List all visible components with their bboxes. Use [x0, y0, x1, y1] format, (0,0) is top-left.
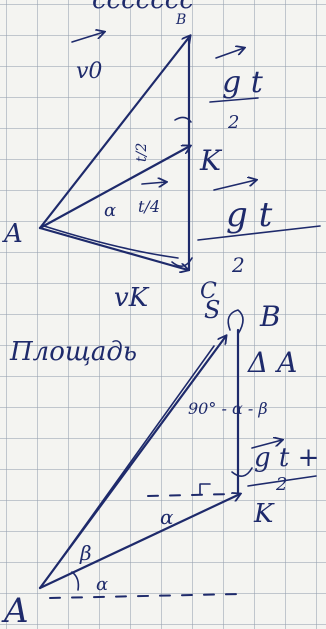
- fraction-bar-mid: [197, 225, 321, 241]
- curl-mark-s: [227, 309, 244, 335]
- label-alpha-mid: α: [160, 505, 174, 529]
- label-c: C: [200, 279, 217, 304]
- label-alpha-top: α: [104, 200, 116, 221]
- label-angle: 90° - α - β: [188, 399, 268, 418]
- right-angle-mark: [199, 483, 211, 495]
- label-2-mid: 2: [231, 253, 245, 277]
- label-beta: β: [79, 541, 92, 565]
- label-k-top: K: [199, 144, 223, 177]
- fraction-bar-bottom: [247, 475, 317, 487]
- label-a-bottom: A: [1, 591, 29, 629]
- curl-mark-bottom: [171, 257, 193, 267]
- label-alpha-low: α: [96, 574, 108, 595]
- label-g-t-top: g t: [222, 65, 264, 100]
- angle-arc-a: [71, 571, 80, 591]
- label-a-top: A: [2, 219, 23, 249]
- top-title-fragment: ccccccc: [92, 0, 194, 15]
- vector-ak-bottom: [38, 494, 240, 590]
- label-triangle-a: Δ A: [247, 346, 297, 379]
- t4-arrow-mark: [141, 182, 166, 184]
- vector-vk-curve: [43, 225, 179, 259]
- label-s: S: [204, 296, 220, 324]
- dashed-base-line: [49, 593, 241, 599]
- label-area-word: Площадь: [9, 337, 137, 367]
- label-2-bottom: 2: [275, 474, 287, 495]
- label-b-top: B: [175, 12, 186, 28]
- vector-ab-line-double: [45, 345, 215, 581]
- label-2-top: 2: [227, 112, 239, 133]
- curl-mark-top: [174, 116, 192, 123]
- label-b-bottom: B: [259, 300, 281, 333]
- curl-mark-k: [231, 467, 253, 477]
- vector-ak-line: [38, 146, 190, 230]
- label-k-bottom: K: [253, 499, 275, 529]
- label-t-over-4: t/4: [138, 197, 160, 216]
- fraction-bar-top: [209, 97, 259, 103]
- label-vk: vK: [114, 283, 150, 313]
- vector-v0-line: [38, 36, 190, 230]
- g-arrow-mark-bottom: [251, 440, 282, 449]
- label-g-t-mid: g t: [226, 195, 273, 235]
- label-g-t-bottom: g t + v: [254, 443, 326, 473]
- label-t-over-2: t/2: [134, 143, 150, 162]
- g-arrow-mark-mid: [213, 180, 256, 191]
- vector-vk-line: [38, 226, 188, 270]
- label-v0: v0: [76, 59, 102, 84]
- g-arrow-mark-top: [215, 48, 244, 59]
- v0-arrow-mark: [71, 32, 104, 43]
- dashed-horizontal-k: [147, 493, 233, 497]
